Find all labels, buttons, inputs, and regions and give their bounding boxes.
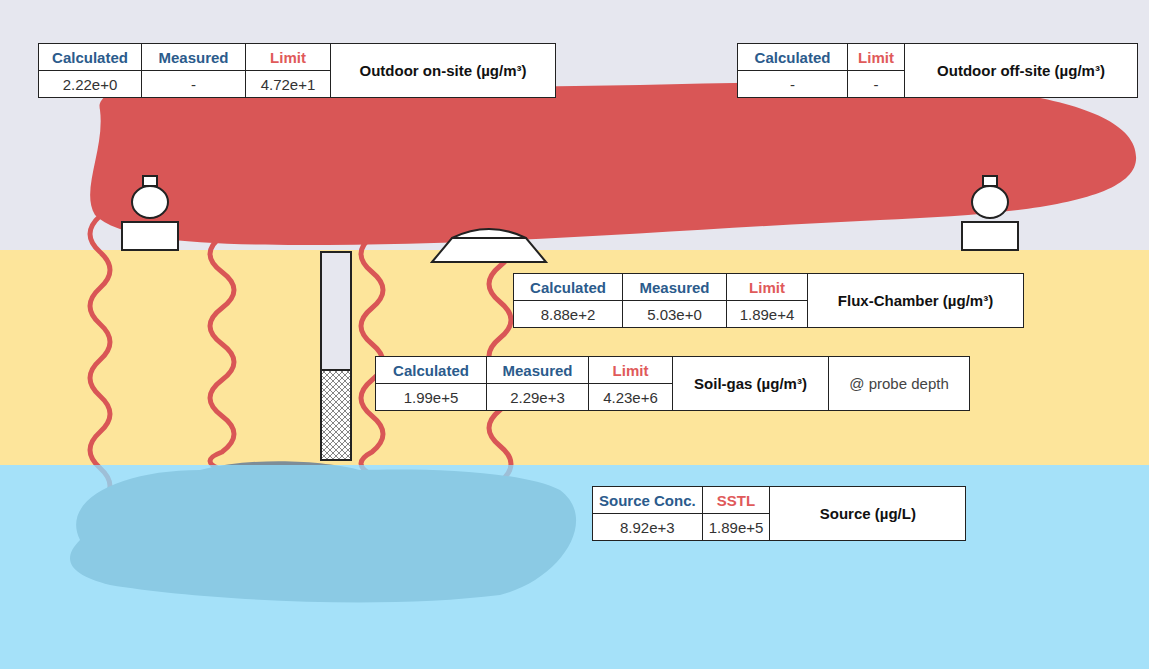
table-cell: Limit xyxy=(589,357,673,384)
table-cell: 2.29e+3 xyxy=(487,384,589,411)
table-cell: @ probe depth xyxy=(829,357,970,411)
groundwater-band xyxy=(0,465,1149,669)
table-cell: Limit xyxy=(848,44,905,71)
table-cell: 8.92e+3 xyxy=(593,514,703,541)
table-cell: Soil-gas (µg/m³) xyxy=(673,357,829,411)
data-table: Source Conc.SSTLSource (µg/L) 8.92e+31.89… xyxy=(592,486,966,541)
data-table: CalculatedMeasuredLimitOutdoor on-site (… xyxy=(38,43,556,98)
air-monitor xyxy=(122,176,178,250)
table-cell: 1.89e+4 xyxy=(727,301,808,328)
table-cell: Limit xyxy=(727,274,808,301)
table-cell: Limit xyxy=(246,44,331,71)
table-cell: Outdoor off-site (µg/m³) xyxy=(905,44,1138,98)
table-cell: Outdoor on-site (µg/m³) xyxy=(331,44,556,98)
table-cell: Measured xyxy=(487,357,589,384)
table-cell: 8.88e+2 xyxy=(514,301,623,328)
flux-chamber xyxy=(432,229,546,262)
table-cell: SSTL xyxy=(702,487,770,514)
air-band xyxy=(0,0,1149,250)
table-cell: 1.99e+5 xyxy=(376,384,487,411)
soil-band xyxy=(0,250,1149,465)
table-cell: Measured xyxy=(142,44,246,71)
table-cell: Calculated xyxy=(738,44,848,71)
table-cell: - xyxy=(848,71,905,98)
table-cell: - xyxy=(738,71,848,98)
soil-gas-probe xyxy=(321,252,351,460)
data-table: CalculatedMeasuredLimitSoil-gas (µg/m³)@… xyxy=(375,356,970,411)
table-cell: 5.03e+0 xyxy=(623,301,727,328)
data-table: CalculatedLimitOutdoor off-site (µg/m³)-… xyxy=(737,43,1138,98)
data-table: CalculatedMeasuredLimitFlux-Chamber (µg/… xyxy=(513,273,1024,328)
table-cell: Source Conc. xyxy=(593,487,703,514)
table-cell: Source (µg/L) xyxy=(770,487,966,541)
table-cell: - xyxy=(142,71,246,98)
air-monitor xyxy=(962,176,1018,250)
table-cell: Calculated xyxy=(39,44,142,71)
vapour-cloud xyxy=(90,81,1136,245)
table-cell: Measured xyxy=(623,274,727,301)
table-cell: 4.72e+1 xyxy=(246,71,331,98)
water-base xyxy=(0,465,1149,669)
table-cell: Calculated xyxy=(376,357,487,384)
table-cell: 2.22e+0 xyxy=(39,71,142,98)
table-cell: 4.23e+6 xyxy=(589,384,673,411)
table-cell: Calculated xyxy=(514,274,623,301)
table-cell: Flux-Chamber (µg/m³) xyxy=(808,274,1024,328)
table-cell: 1.89e+5 xyxy=(702,514,770,541)
